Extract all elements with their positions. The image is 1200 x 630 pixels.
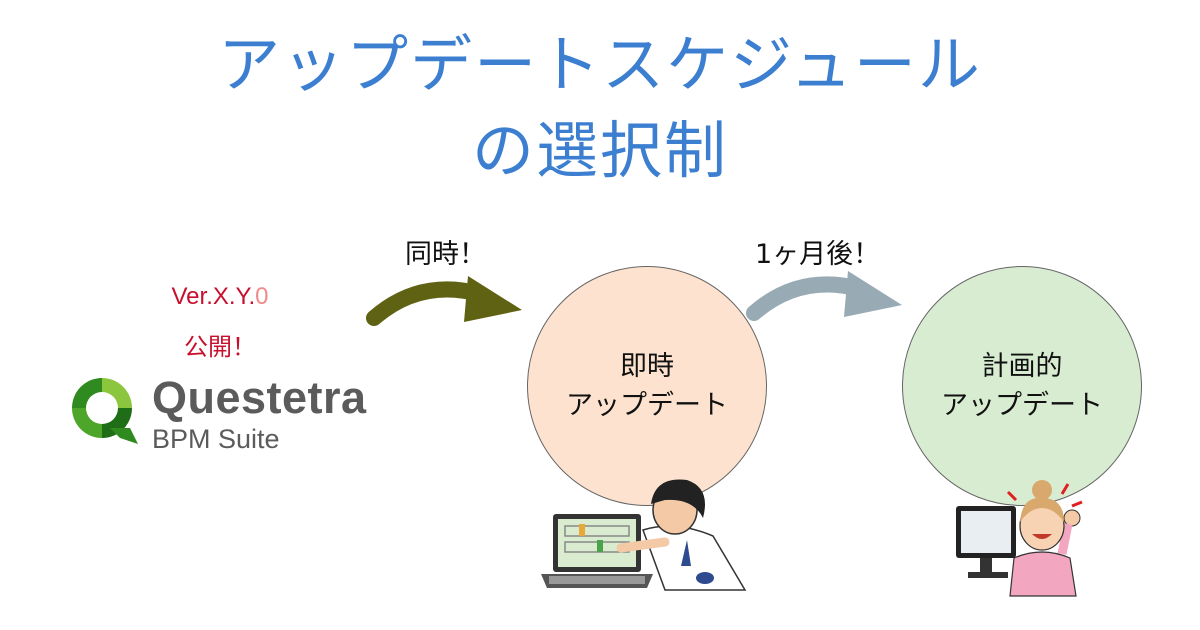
arrow-to-immediate xyxy=(366,276,522,326)
planned-line1: 計画的 xyxy=(981,350,1063,382)
planned-line2: アップデート xyxy=(941,390,1103,421)
brand: Questetra BPM Suite xyxy=(152,375,367,453)
page-title-line1: アップデートスケジュール xyxy=(218,28,982,101)
release-announce: 公開！ xyxy=(184,334,256,361)
page-title-line2: の選択制 xyxy=(471,114,728,187)
arrow-to-planned xyxy=(746,271,902,321)
planned-update-circle: 計画的 アップデート xyxy=(902,266,1142,506)
arrow-label-simultaneous: 同時！ xyxy=(405,239,486,270)
immediate-line1: 即時 xyxy=(620,350,674,382)
questetra-logo-icon xyxy=(72,378,138,444)
brand-suite: BPM Suite xyxy=(152,424,280,454)
release-version: Ver.X.Y.0 xyxy=(140,283,300,311)
version-prefix: Ver.X.Y. xyxy=(171,283,256,310)
brand-name: Questetra xyxy=(152,372,367,423)
immediate-line2: アップデート xyxy=(566,390,728,421)
man-with-laptop-illustration xyxy=(541,479,747,591)
arrow-label-one-month: 1ヶ月後！ xyxy=(755,239,881,270)
immediate-update-circle: 即時 アップデート xyxy=(527,266,767,506)
version-zero: 0 xyxy=(255,283,269,310)
woman-with-monitor-illustration xyxy=(956,480,1083,597)
